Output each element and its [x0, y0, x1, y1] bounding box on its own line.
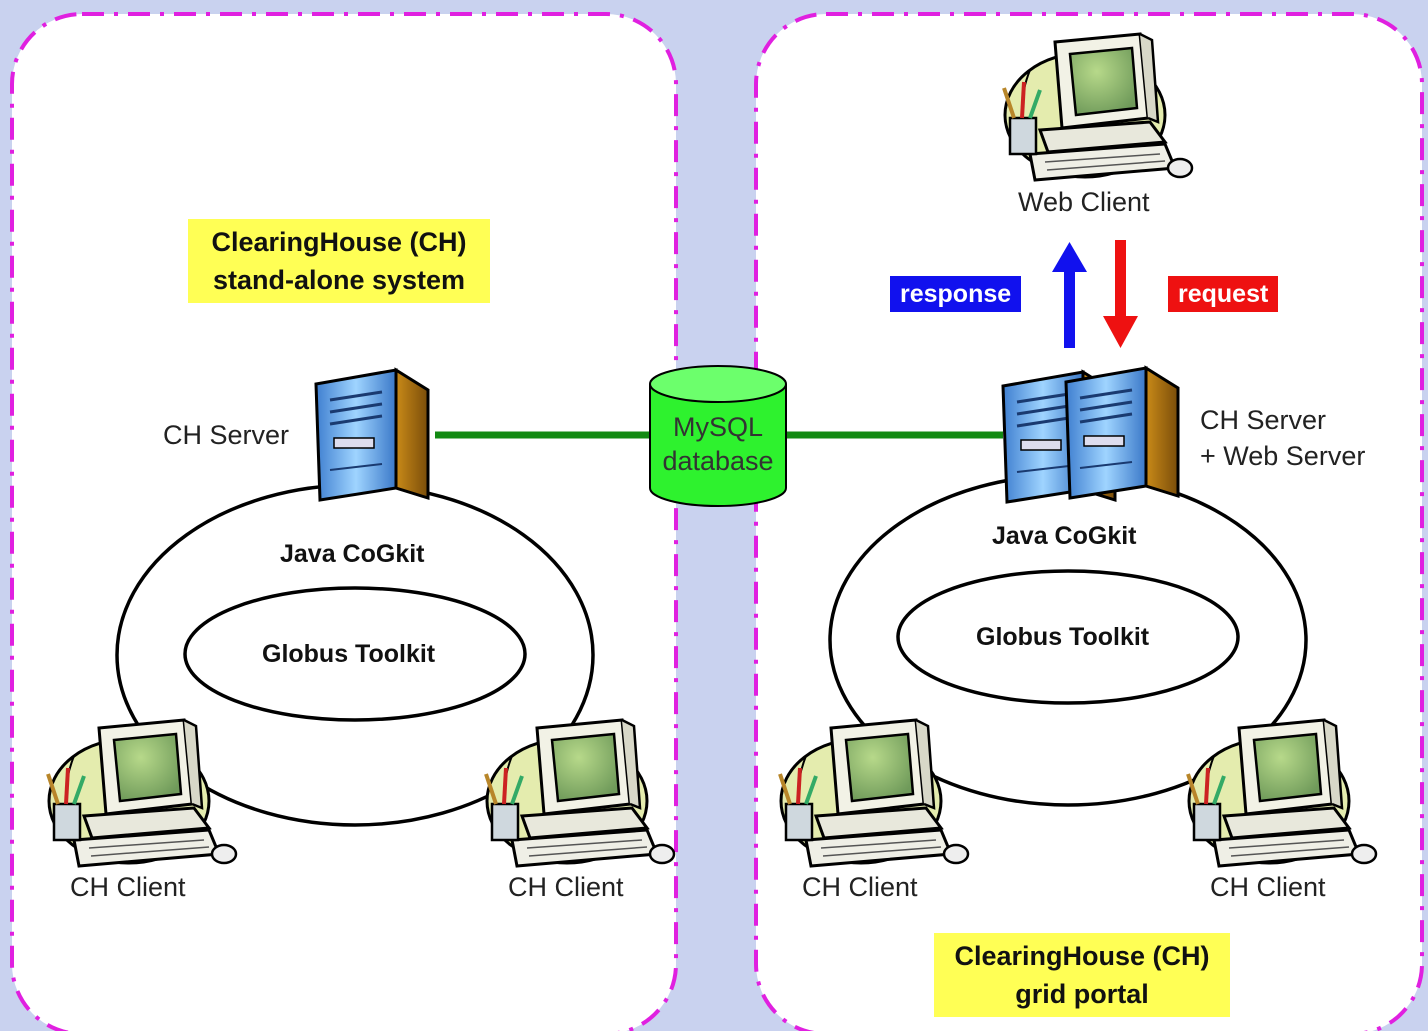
- left-globus-label: Globus Toolkit: [262, 640, 436, 668]
- database-line1: MySQL: [672, 412, 764, 442]
- database-label: MySQL database: [650, 410, 786, 478]
- database-cylinder-icon: [649, 365, 787, 507]
- right-title-box: ClearingHouse (CH) grid portal: [934, 933, 1230, 1017]
- database-line2: database: [662, 446, 774, 476]
- right-globus-ring: [896, 569, 1240, 705]
- response-arrow: [1052, 242, 1087, 348]
- right-title-line2: grid portal: [1015, 979, 1149, 1009]
- left-cogkit-label: Java CoGkit: [280, 540, 425, 568]
- server-tower-icon: [1064, 366, 1180, 500]
- right-server-line1: CH Server: [1200, 405, 1327, 435]
- right-globus-label: Globus Toolkit: [976, 623, 1150, 651]
- right-title-line1: ClearingHouse (CH): [954, 941, 1210, 971]
- right-client-left-label: CH Client: [802, 872, 918, 902]
- right-client-right-label: CH Client: [1210, 872, 1326, 902]
- left-client-right-label: CH Client: [508, 872, 624, 902]
- server-tower-icon: [314, 368, 430, 502]
- right-server-line2: + Web Server: [1200, 441, 1366, 471]
- left-client-left-label: CH Client: [70, 872, 186, 902]
- response-tag: response: [890, 276, 1022, 312]
- left-server-label: CH Server: [163, 420, 290, 450]
- web-client-label: Web Client: [1018, 187, 1150, 217]
- right-server-label: CH Server + Web Server: [1200, 402, 1365, 474]
- left-title-line1: ClearingHouse (CH): [211, 227, 467, 257]
- left-globus-ring: [183, 586, 527, 722]
- left-title-box: ClearingHouse (CH) stand-alone system: [188, 219, 490, 303]
- left-title-line2: stand-alone system: [212, 265, 466, 295]
- request-arrow: [1103, 240, 1138, 348]
- request-tag: request: [1168, 276, 1279, 312]
- right-cogkit-label: Java CoGkit: [992, 522, 1137, 550]
